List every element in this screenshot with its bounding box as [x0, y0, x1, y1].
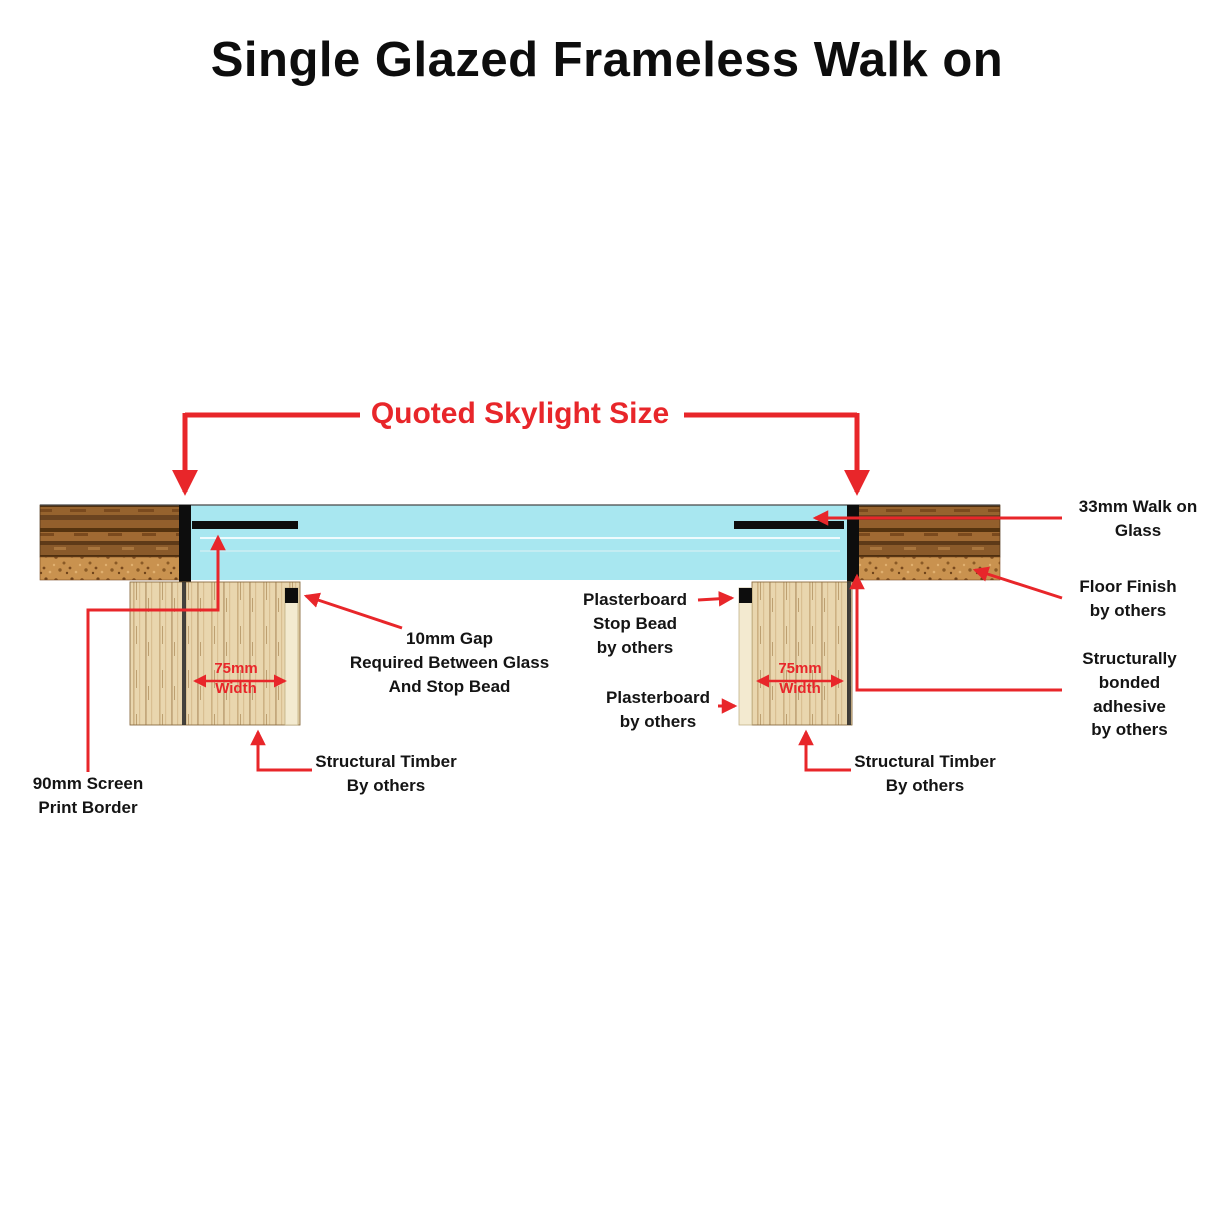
- page-title: Single Glazed Frameless Walk on: [210, 33, 1004, 87]
- bonded-adhesive-label: Structurally bonded adhesive by others: [1082, 649, 1177, 740]
- left-structural-timber: [129, 581, 301, 726]
- annotation-arrows: [86, 510, 1063, 772]
- left-floor-underlay: [39, 556, 181, 581]
- right-floor-finish-wood: [857, 504, 1001, 558]
- left-screen-print-bar: [192, 521, 298, 529]
- left-stop-bead: [285, 588, 298, 603]
- left-plasterboard-strip: [284, 587, 299, 726]
- screen-print-border-label: 90mm Screen Print Border: [32, 774, 144, 817]
- width-left-label: 75mm Width: [214, 660, 258, 697]
- right-stop-bead: [739, 588, 752, 603]
- right-plasterboard-strip: [738, 587, 753, 726]
- stop-bead-label: Plasterboard Stop Bead by others: [583, 590, 687, 657]
- adhesive-arrow-line: [849, 573, 1062, 692]
- structural-timber-left-label: Structural Timber By others: [315, 752, 457, 795]
- width-right-label: 75mm Width: [778, 660, 822, 697]
- left-floor-finish-wood: [39, 504, 181, 558]
- right-adhesive-strip: [847, 505, 859, 582]
- structural-timber-right-label: Structural Timber By others: [854, 752, 996, 795]
- floor-finish-label: Floor Finish by others: [1079, 577, 1177, 620]
- gap-label: 10mm Gap Required Between Glass And Stop…: [349, 629, 550, 696]
- glass-panel: [190, 505, 848, 580]
- timber-right-arrow-line: [798, 729, 851, 772]
- quoted-size-dimension-line: [172, 412, 870, 496]
- right-structural-timber: [751, 581, 853, 726]
- right-floor-underlay: [857, 556, 1001, 581]
- screen-print-arrow-line: [86, 534, 226, 772]
- plasterboard-label: Plasterboard by others: [606, 688, 710, 731]
- right-screen-print-bar: [734, 521, 844, 529]
- left-adhesive-strip: [179, 505, 191, 582]
- quoted-skylight-size-label: Quoted Skylight Size: [370, 397, 670, 430]
- stop-bead-arrow-line: [697, 590, 735, 607]
- floor-finish-arrow-line: [972, 566, 1063, 600]
- walk-on-glass-label: 33mm Walk on Glass: [1078, 497, 1198, 540]
- timber-left-arrow-line: [250, 729, 312, 772]
- gap-arrow-line: [303, 592, 403, 630]
